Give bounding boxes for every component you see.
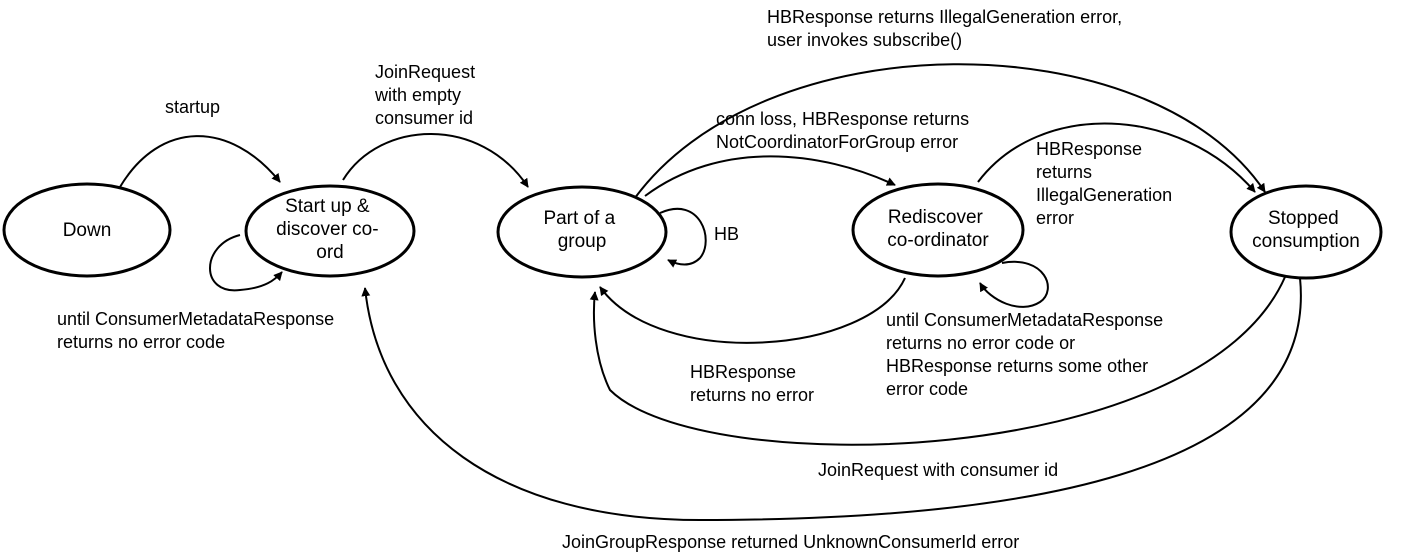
label-conn-loss: conn loss, HBResponse returns NotCoordin… — [716, 109, 974, 152]
label-illegal-generation-subscribe-line-2: user invokes subscribe() — [767, 30, 962, 50]
edge-stopped-to-group — [589, 276, 1286, 446]
edge-rediscover-to-group — [599, 277, 906, 344]
node-startup-discover: Start up & discover co- ord — [244, 184, 416, 278]
node-startup-line-3: ord — [316, 242, 343, 263]
svg-text:Stopped consumption: Stopped consumption — [1252, 208, 1360, 252]
svg-text:Start up & discover co-: Start up & discover co- ord — [276, 196, 384, 263]
label-join-consumer-id: JoinRequest with consumer id — [818, 460, 1058, 480]
label-hb-line-1: HB — [714, 224, 739, 244]
label-until-metadata-or-hb: until ConsumerMetadataResponse returns n… — [886, 310, 1168, 399]
edge-group-to-rediscover — [644, 155, 896, 197]
node-part-of-group: Part of a group — [496, 185, 668, 279]
label-join-empty: JoinRequest with empty consumer id — [374, 62, 480, 128]
label-until-metadata-or-hb-line-1: until ConsumerMetadataResponse — [886, 310, 1163, 330]
node-stopped-line-2: consumption — [1252, 231, 1360, 252]
label-join-consumer-id-line-1: JoinRequest with consumer id — [818, 460, 1058, 480]
edge-rediscover-to-stopped — [977, 122, 1256, 193]
label-until-metadata: until ConsumerMetadataResponse returns n… — [57, 309, 339, 352]
label-until-metadata-line-1: until ConsumerMetadataResponse — [57, 309, 334, 329]
label-join-group-unknown-line-1: JoinGroupResponse returned UnknownConsum… — [562, 532, 1019, 552]
label-hb-illegal-generation-line-1: HBResponse — [1036, 139, 1142, 159]
label-join-empty-line-2: with empty — [374, 85, 461, 105]
edge-down-to-startup — [119, 135, 281, 188]
label-hb-no-error-line-1: HBResponse — [690, 362, 796, 382]
svg-text:Rediscover co-ordinator: Rediscover co-ordinator — [887, 207, 989, 251]
edge-stopped-to-startup — [361, 277, 1302, 522]
edge-group-to-stopped — [631, 63, 1266, 203]
label-hb-illegal-generation-line-3: IllegalGeneration — [1036, 185, 1172, 205]
label-until-metadata-or-hb-line-2: returns no error code or — [886, 333, 1075, 353]
label-startup: startup — [165, 97, 220, 117]
node-rediscover-coordinator: Rediscover co-ordinator — [851, 182, 1025, 278]
svg-text:Part of a group: Part of a group — [543, 208, 620, 252]
node-down-line-1: Down — [63, 220, 112, 241]
label-join-group-unknown: JoinGroupResponse returned UnknownConsum… — [562, 532, 1019, 552]
label-hb-illegal-generation: HBResponse returns IllegalGeneration err… — [1036, 139, 1177, 228]
label-hb-illegal-generation-line-4: error — [1036, 208, 1074, 228]
node-down: Down — [2, 182, 172, 278]
node-stopped-consumption: Stopped consumption — [1229, 184, 1383, 280]
node-rediscover-line-2: co-ordinator — [887, 230, 989, 251]
label-join-empty-line-1: JoinRequest — [375, 62, 475, 82]
label-until-metadata-line-2: returns no error code — [57, 332, 225, 352]
edge-startup-to-group — [342, 133, 529, 188]
label-hb-no-error: HBResponse returns no error — [690, 362, 814, 405]
node-group-line-2: group — [558, 231, 607, 252]
label-hb: HB — [714, 224, 739, 244]
label-until-metadata-or-hb-line-3: HBResponse returns some other — [886, 356, 1148, 376]
edge-group-hb-self-loop — [659, 207, 707, 268]
edge-startup-self-loop — [209, 234, 283, 292]
label-illegal-generation-subscribe-line-1: HBResponse returns IllegalGeneration err… — [767, 7, 1122, 27]
node-stopped-line-1: Stopped — [1268, 208, 1339, 229]
node-rediscover-line-1: Rediscover — [888, 207, 984, 228]
label-hb-illegal-generation-line-2: returns — [1036, 162, 1092, 182]
node-group-line-1: Part of a — [543, 208, 615, 229]
label-conn-loss-line-2: NotCoordinatorForGroup error — [716, 132, 958, 152]
label-join-empty-line-3: consumer id — [375, 108, 473, 128]
label-illegal-generation-subscribe: HBResponse returns IllegalGeneration err… — [767, 7, 1127, 50]
node-startup-line-2: discover co- — [276, 219, 378, 240]
node-startup-line-1: Start up & — [285, 196, 370, 217]
svg-text:Down: Down — [63, 220, 112, 241]
edge-rediscover-self-loop — [979, 260, 1049, 308]
label-until-metadata-or-hb-line-4: error code — [886, 379, 968, 399]
label-hb-no-error-line-2: returns no error — [690, 385, 814, 405]
label-conn-loss-line-1: conn loss, HBResponse returns — [716, 109, 969, 129]
label-startup-line-1: startup — [165, 97, 220, 117]
